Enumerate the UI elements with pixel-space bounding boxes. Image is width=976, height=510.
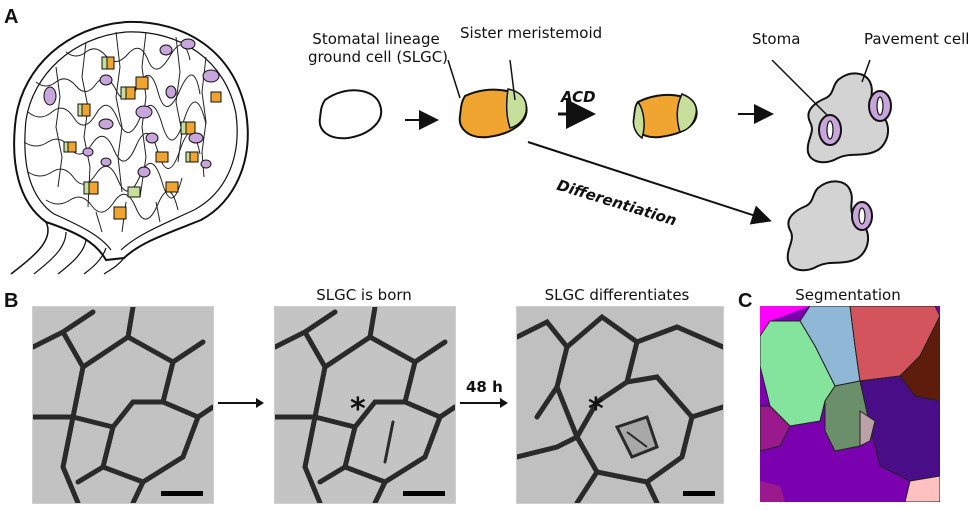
slgc-cell — [318, 89, 383, 140]
segmentation-map — [760, 306, 940, 502]
panel-b-letter: B — [4, 290, 19, 312]
pavement-cell-single-stoma — [786, 180, 873, 272]
slgc-with-meristemoid — [458, 88, 528, 139]
micrograph-slgc-born — [274, 306, 456, 504]
cotyledon-illustration — [10, 20, 249, 275]
panel-a-letter: A — [4, 6, 19, 28]
label-stoma: Stoma — [752, 30, 801, 48]
pavement-cell-with-stomata — [806, 72, 892, 164]
label-sister-meristemoid: Sister meristemoid — [460, 24, 603, 42]
label-slgc-line1: Stomatal lineage — [312, 30, 440, 48]
time-label: 48 h — [466, 378, 503, 396]
micrograph-slgc-differentiates — [516, 306, 724, 504]
panel-c-letter: C — [738, 290, 753, 312]
differentiation-arrow — [527, 141, 772, 225]
title-slgc-is-born: SLGC is born — [316, 286, 412, 304]
cotyledon-outline — [13, 20, 249, 262]
label-acd: ACD — [561, 88, 596, 106]
slgc-fate-diagram — [318, 60, 892, 272]
label-pavement-cell: Pavement cell — [864, 30, 970, 48]
asterisk-born: * — [350, 392, 366, 427]
micrograph-initial — [32, 306, 214, 504]
label-slgc-line2: ground cell (SLGC) — [307, 48, 449, 66]
asterisk-differentiates: * — [588, 392, 604, 427]
title-slgc-differentiates: SLGC differentiates — [544, 286, 690, 304]
panel-b-arrow-2 — [460, 398, 508, 408]
title-segmentation: Segmentation — [795, 286, 901, 304]
post-acd-cells — [632, 93, 698, 140]
panel-b-arrow-1 — [218, 398, 264, 408]
